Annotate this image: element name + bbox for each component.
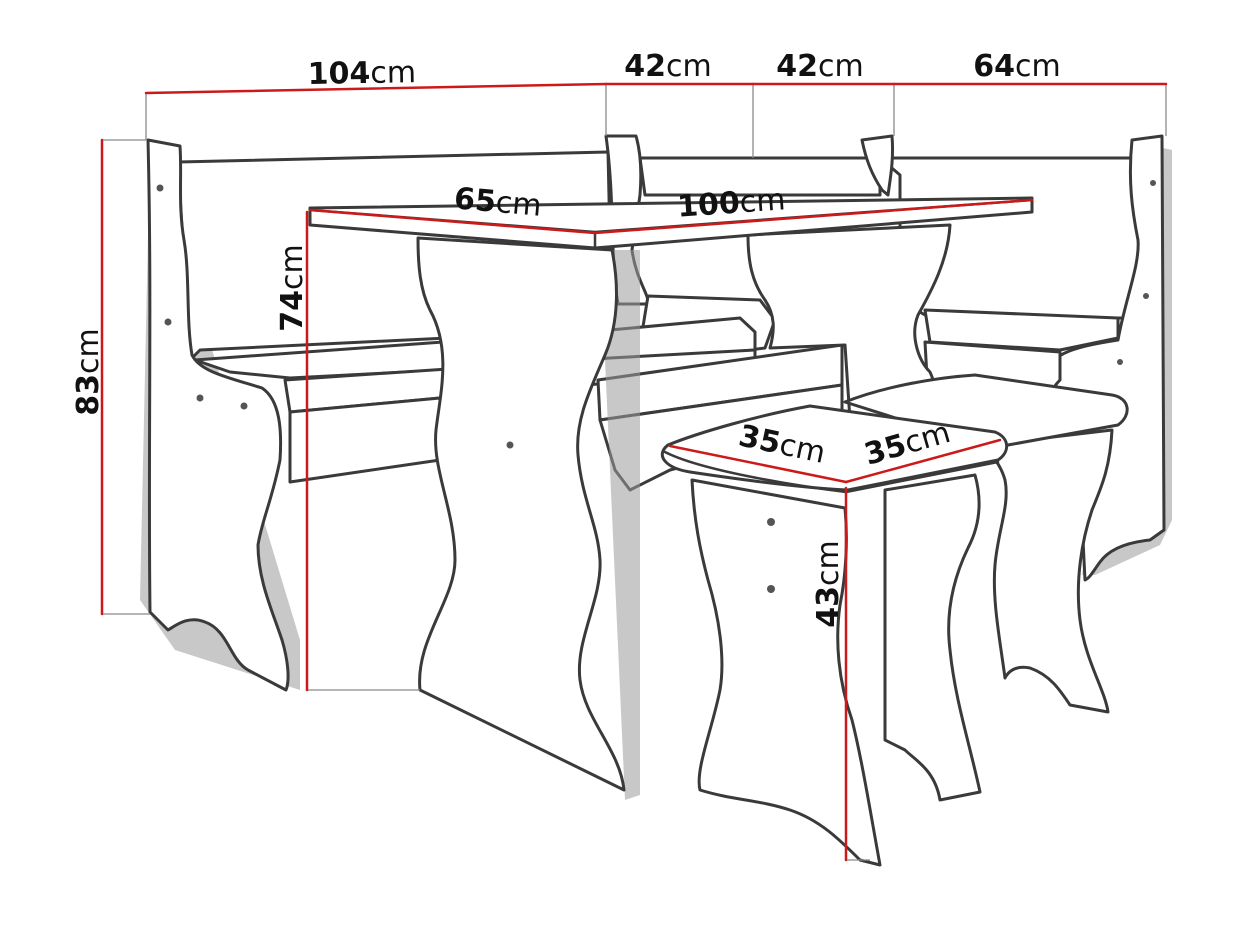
dim-label-83: 83cm: [71, 328, 106, 415]
dim-label-42-left: 42cm: [624, 49, 711, 84]
dim-label-100: 100cm: [676, 182, 787, 224]
corner-back-panel: [638, 156, 882, 197]
front-stool: [660, 404, 1009, 867]
dim-label-42-right: 42cm: [776, 49, 863, 84]
front-stool-front-leg: [690, 478, 882, 867]
front-stool-right-leg: [883, 473, 982, 802]
back-stool-leg: [983, 428, 1114, 714]
dimension-lines: [100, 82, 1168, 862]
dimension-labels: 104cm 42cm 42cm 64cm 83cm 65cm 100cm 74c…: [71, 49, 1061, 628]
left-bench-lower-face: [288, 396, 442, 484]
dim-label-74: 74cm: [275, 244, 310, 331]
dim-line-35-side: [844, 438, 1002, 484]
dim-label-65: 65cm: [453, 181, 543, 223]
front-stool-seat: [660, 404, 1009, 492]
middle-divider-right: [860, 134, 894, 197]
dim-label-64: 64cm: [973, 49, 1060, 84]
table: [308, 196, 1034, 800]
back-stool: [843, 373, 1129, 714]
left-bench-side-panel: [146, 138, 290, 692]
dim-line-35-front: [668, 444, 848, 484]
dim-label-104: 104cm: [307, 55, 416, 92]
dim-line-104: [144, 82, 608, 95]
table-front-leg: [416, 236, 626, 792]
table-top: [308, 196, 1034, 250]
dim-line-100: [593, 198, 1034, 235]
dim-label-43: 43cm: [811, 540, 846, 627]
dim-line-65: [308, 208, 597, 235]
